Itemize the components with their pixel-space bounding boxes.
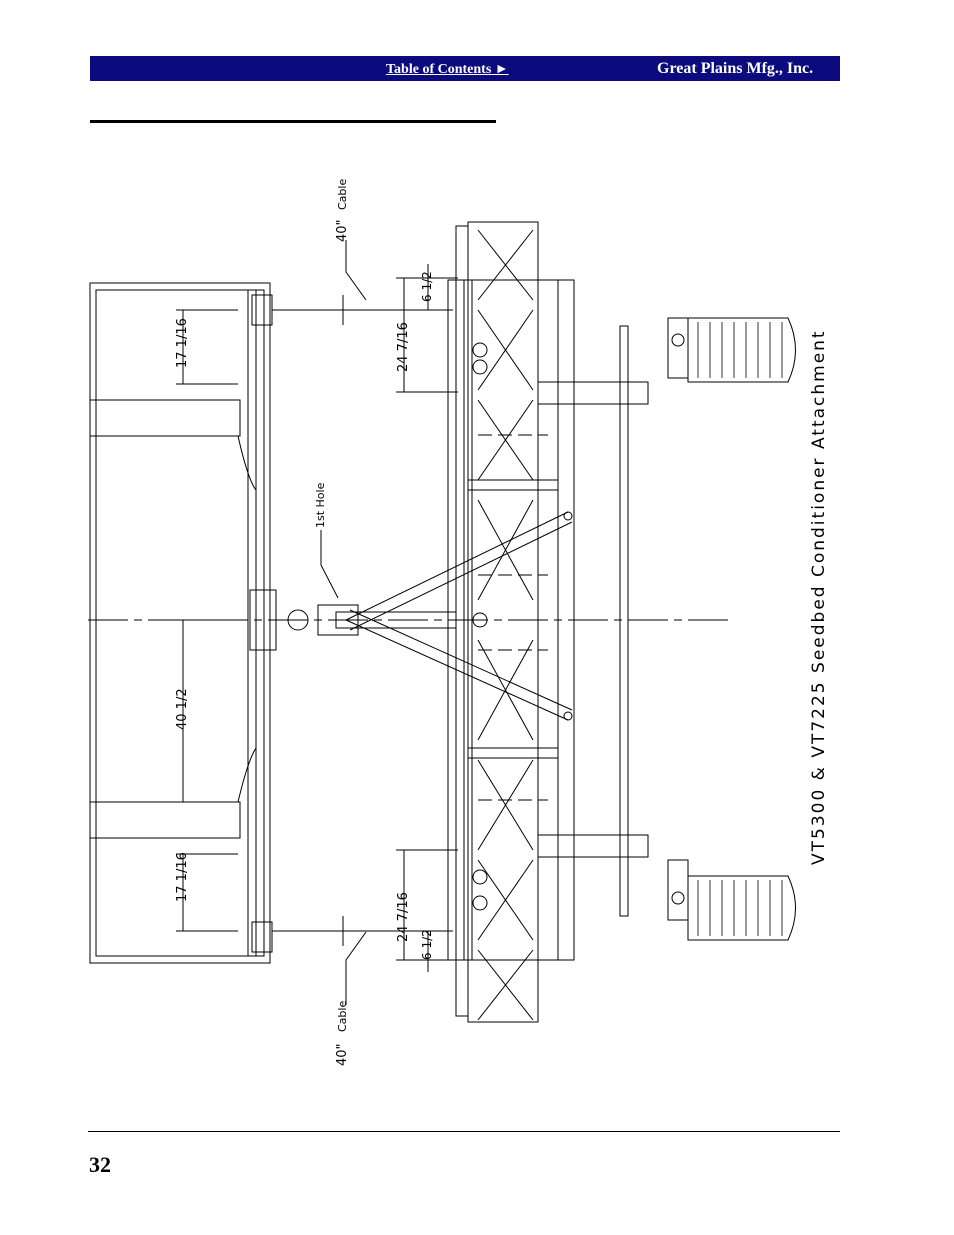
- dimension-6-top: 6 1/2: [420, 271, 434, 302]
- dimension-17-bottom: 17 1/16: [175, 852, 190, 902]
- dimension-24-top: 24 7/16: [396, 322, 411, 372]
- cable-top-word: Cable: [336, 179, 349, 210]
- cables: [272, 295, 453, 946]
- rolling-baskets: [537, 317, 796, 941]
- dimension-24-bottom: 24 7/16: [396, 892, 411, 942]
- dimension-lines: [176, 240, 458, 1005]
- drawing-title: VT5300 & VT7225 Seedbed Conditioner Atta…: [809, 329, 829, 865]
- cable-top-value: 40": [335, 219, 350, 242]
- cable-bottom-value: 40": [335, 1043, 350, 1066]
- implement-frame: [447, 221, 575, 1023]
- company-name: Great Plains Mfg., Inc.: [657, 60, 814, 77]
- header-bar: [90, 56, 840, 81]
- first-hole-label: 1st Hole: [314, 482, 327, 528]
- tractor-frame: [89, 282, 277, 964]
- page-number: 32: [89, 1152, 111, 1177]
- dimension-6-bottom: 6 1/2: [420, 929, 434, 960]
- section-title-rule: [90, 120, 496, 123]
- dimension-17-top: 17 1/16: [175, 318, 190, 368]
- assembly-drawing: 40" Cable 40" Cable 1st Hole 17 1/16 40 …: [88, 160, 840, 1100]
- table-of-contents-link[interactable]: Table of Contents ►: [386, 62, 509, 77]
- cable-bottom-word: Cable: [336, 1001, 349, 1032]
- dimension-40: 40 1/2: [175, 688, 190, 730]
- footer-rule: [88, 1131, 840, 1132]
